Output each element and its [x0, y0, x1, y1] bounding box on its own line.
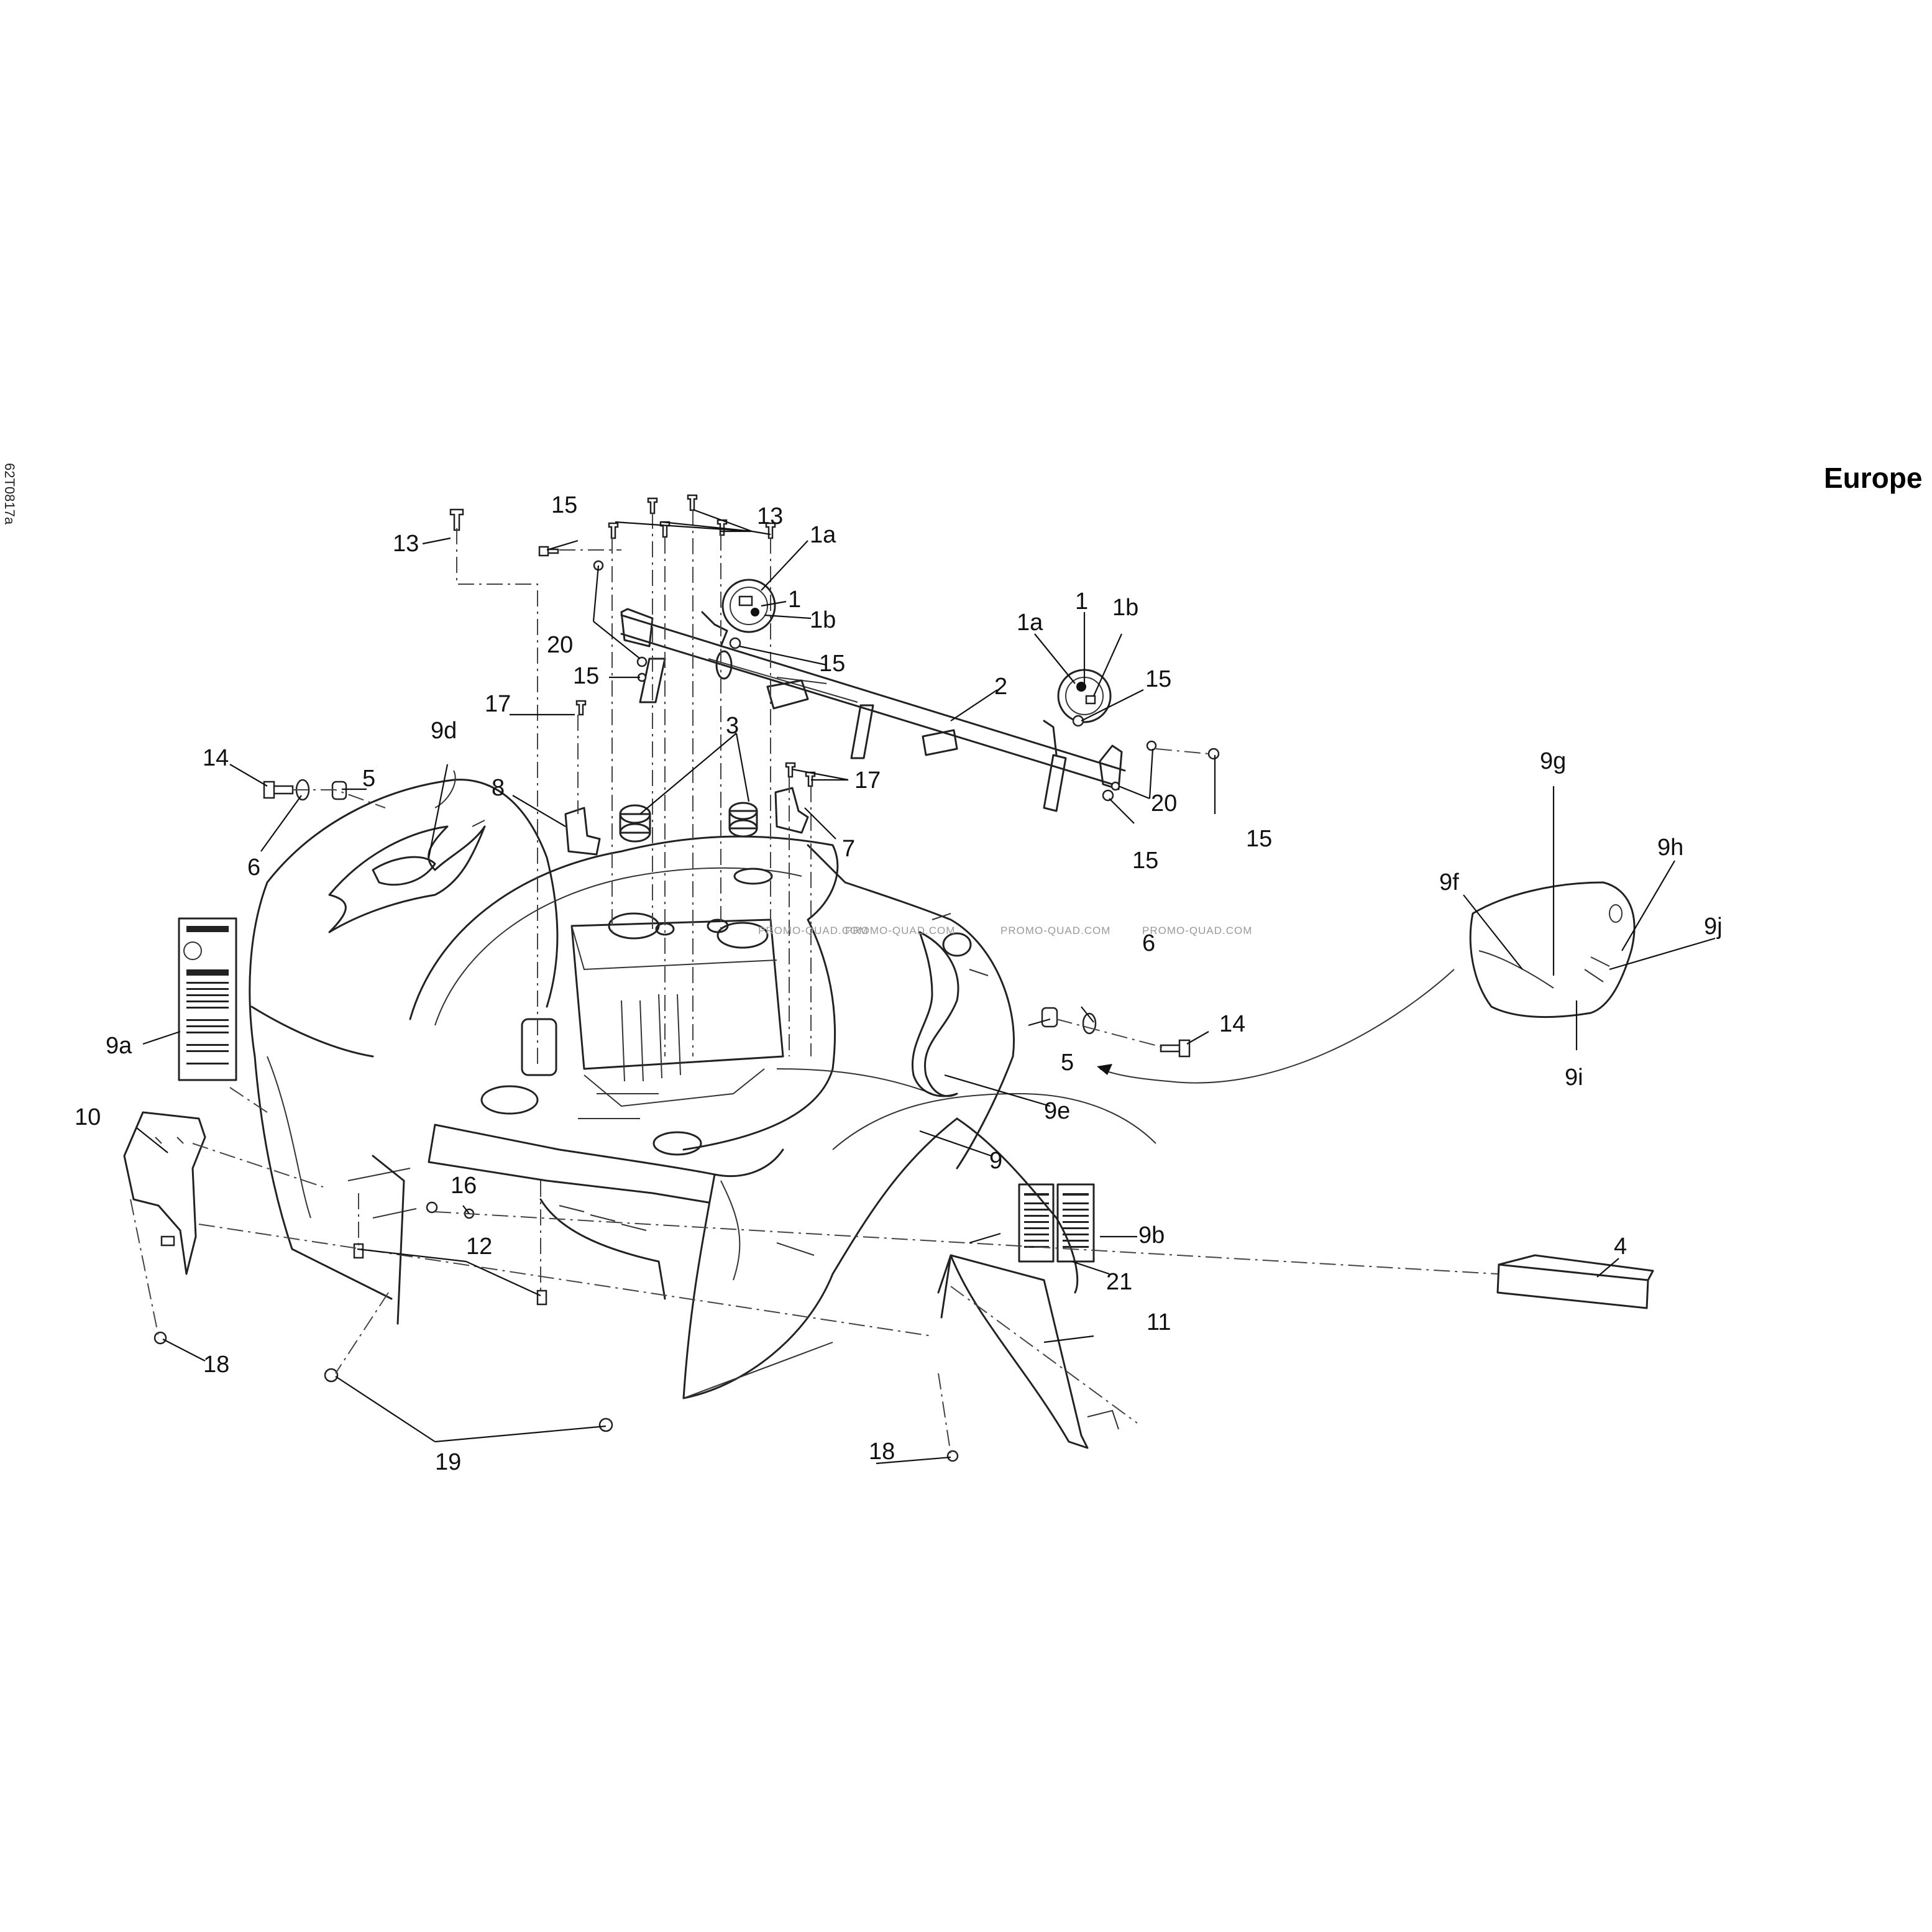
front-rack-tube — [620, 608, 1126, 812]
callout-15: 15 — [573, 663, 599, 689]
callout-1b: 1b — [810, 607, 836, 633]
watermark-text: PROMO-QUAD.COM — [1142, 925, 1252, 936]
callout-15: 15 — [551, 492, 577, 518]
decal-9d — [328, 770, 486, 933]
callout-3: 3 — [726, 713, 739, 739]
callout-16: 16 — [451, 1173, 477, 1199]
watermark-text: PROMO-QUAD.COM — [845, 925, 955, 936]
reflector-left — [721, 579, 776, 633]
callout-9g: 9g — [1540, 748, 1566, 774]
trim-panel-11 — [937, 1254, 1119, 1449]
callout-20: 20 — [1151, 790, 1177, 817]
watermark-text: PROMO-QUAD.COM — [1000, 925, 1110, 936]
callout-6: 6 — [1142, 930, 1155, 956]
callout-21: 21 — [1106, 1269, 1132, 1295]
cargo-compartment — [480, 912, 784, 1156]
callout-1a: 1a — [1017, 610, 1043, 636]
callout-13: 13 — [757, 503, 783, 529]
trim-panel-10 — [123, 1111, 206, 1275]
callout-5: 5 — [1061, 1050, 1074, 1076]
callout-15: 15 — [819, 651, 845, 677]
callout-13: 13 — [393, 531, 419, 557]
callout-20: 20 — [547, 632, 573, 658]
callout-1a: 1a — [810, 522, 836, 548]
callout-5: 5 — [362, 766, 375, 792]
callout-15: 15 — [1145, 666, 1171, 692]
callout-15: 15 — [1132, 848, 1158, 874]
callout-9d: 9d — [431, 718, 457, 744]
callout-18: 18 — [203, 1352, 229, 1378]
callout-4: 4 — [1614, 1234, 1627, 1260]
front-fender-body — [249, 779, 1156, 1399]
grommets — [619, 802, 773, 885]
inset-piece-9g — [1469, 881, 1636, 1019]
callout-12: 12 — [466, 1234, 492, 1260]
callout-9h: 9h — [1657, 835, 1683, 861]
callout-labels: 13 13 15 1a 1 1b 15 20 15 1a 1 1b 15 2 1… — [75, 492, 1723, 1475]
callout-6: 6 — [247, 854, 260, 881]
callout-2: 2 — [994, 674, 1007, 700]
callout-10: 10 — [75, 1104, 101, 1130]
callout-17: 17 — [485, 691, 511, 717]
callout-9j: 9j — [1704, 913, 1723, 940]
callout-9e: 9e — [1044, 1098, 1070, 1124]
drawing-id: 62T0817a — [2, 463, 17, 525]
callout-14: 14 — [203, 745, 229, 771]
assembly-lines — [130, 510, 1498, 1455]
callout-9: 9 — [989, 1148, 1002, 1174]
callout-9a: 9a — [106, 1033, 132, 1059]
callout-9i: 9i — [1565, 1064, 1583, 1091]
callout-1b: 1b — [1112, 595, 1138, 621]
callout-9f: 9f — [1439, 869, 1459, 895]
watermark-strip: PROMO-QUAD.COM PROMO-QUAD.COM PROMO-QUAD… — [758, 925, 1252, 936]
decal-9b — [1018, 1183, 1095, 1263]
callout-17: 17 — [854, 767, 881, 794]
callout-15: 15 — [1246, 826, 1272, 852]
callout-7: 7 — [842, 836, 855, 862]
bracket-7 — [774, 787, 809, 834]
callout-1: 1 — [788, 587, 801, 613]
callout-8: 8 — [492, 775, 505, 801]
callout-11: 11 — [1147, 1309, 1171, 1335]
callout-19: 19 — [435, 1449, 461, 1475]
callout-14: 14 — [1219, 1011, 1245, 1037]
callout-18: 18 — [869, 1439, 895, 1465]
leader-lines — [136, 508, 1716, 1465]
decal-9a — [178, 917, 237, 1081]
watermark-text: PROMO-QUAD.COM — [758, 925, 868, 936]
pad-4 — [1496, 1254, 1654, 1309]
fasteners — [153, 494, 1220, 1462]
callout-1: 1 — [1075, 588, 1088, 615]
bracket-8 — [564, 807, 601, 856]
decal-9e — [912, 913, 989, 1097]
region-label: Europe — [1824, 462, 1922, 494]
callout-9b: 9b — [1138, 1222, 1165, 1248]
